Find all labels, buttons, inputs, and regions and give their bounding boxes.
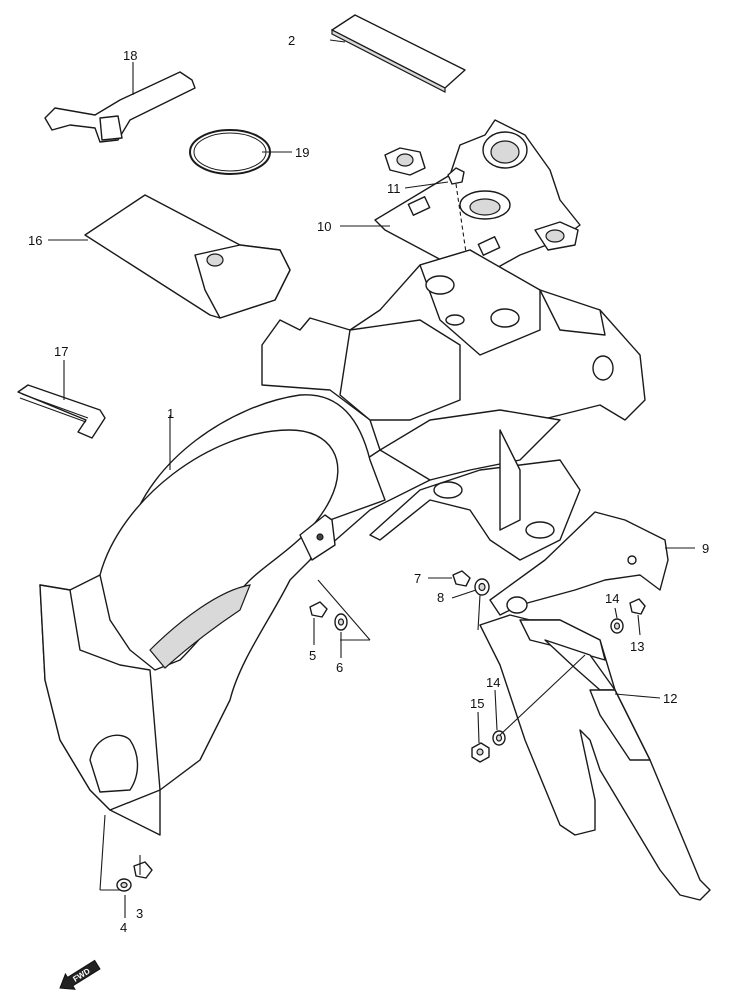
callout-16: 16: [28, 233, 42, 248]
callout-19: 19: [295, 145, 309, 160]
callout-13: 13: [630, 639, 644, 654]
assembly-lines: [99, 579, 586, 891]
part-19-ring: [189, 129, 271, 175]
callout-6: 6: [336, 660, 343, 675]
callout-leaders: [48, 39, 695, 918]
callout-11: 11: [387, 181, 401, 196]
callout-5: 5: [309, 648, 316, 663]
callout-14-lower: 14: [486, 675, 500, 690]
part-1-rear-fender: [39, 394, 386, 836]
callout-1: 1: [167, 406, 174, 421]
callout-14-upper: 14: [605, 591, 619, 606]
part-13-bolt: [629, 598, 646, 615]
part-10-upper-bracket: [374, 119, 581, 281]
forward-arrow-icon: FWD: [59, 959, 101, 990]
callout-15: 15: [470, 696, 484, 711]
callout-10: 10: [317, 219, 331, 234]
callout-labels: 1 2 3 4 5 6 7 8 9 10 11 12 13 14 14 15 1…: [28, 33, 709, 935]
part-17-hex-key: [17, 384, 106, 439]
part-16-tool-bag: [84, 194, 291, 319]
hardware-group: [116, 570, 646, 892]
part-2-pad: [331, 14, 466, 93]
part-5-bolt: [309, 601, 328, 618]
callout-17: 17: [54, 344, 68, 359]
part-12-plate-bracket: [479, 614, 711, 901]
part-7-bolt: [452, 570, 471, 587]
callout-8: 8: [437, 590, 444, 605]
callout-3: 3: [136, 906, 143, 921]
part-9-rear-bracket: [489, 511, 669, 616]
callout-18: 18: [123, 48, 137, 63]
part-18-wrench: [44, 71, 196, 143]
callout-9: 9: [702, 541, 709, 556]
callout-12: 12: [663, 691, 677, 706]
part-3-bolt: [133, 861, 153, 879]
callout-4: 4: [120, 920, 127, 935]
callout-2: 2: [288, 33, 295, 48]
callout-7: 7: [414, 571, 421, 586]
